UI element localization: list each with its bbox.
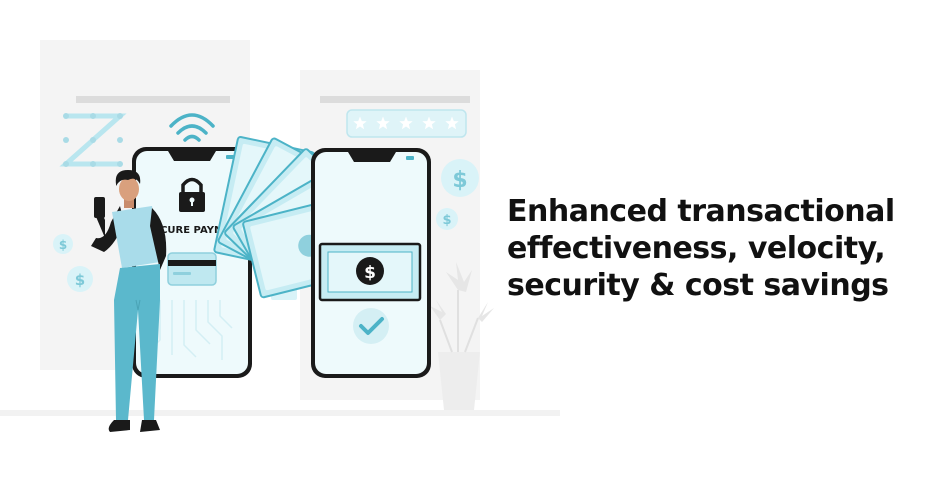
star-icon [399, 116, 413, 130]
shelf-right [320, 96, 470, 103]
credit-card-icon [167, 252, 217, 286]
headline: Enhanced transactional effectiveness, ve… [507, 193, 927, 304]
star-icon [376, 116, 390, 130]
lock-icon [179, 177, 205, 212]
shelf-left [76, 96, 230, 103]
dollar-icon: $ [67, 266, 93, 292]
star-icon [422, 116, 436, 130]
svg-text:$: $ [452, 168, 467, 193]
headline-line-1: Enhanced transactional [507, 194, 895, 229]
star-icon [445, 116, 459, 130]
secure-payment-label: SECURE PAYMENT [146, 225, 246, 236]
star-icon [353, 116, 367, 130]
person-holding-phone [91, 170, 167, 432]
dollar-icon: $ [441, 159, 479, 197]
svg-text:$: $ [364, 263, 376, 283]
rating-stars [353, 116, 459, 130]
svg-text:$: $ [59, 238, 67, 252]
pattern-lock-icon [59, 113, 127, 167]
wifi-icon [169, 113, 215, 142]
checkmark-icon [353, 308, 389, 344]
svg-text:$: $ [442, 213, 451, 228]
right-phone: $ [311, 148, 431, 378]
left-phone: SECURE PAYMENT [132, 147, 252, 378]
phone-in-hand [94, 197, 105, 218]
dollar-icon: $ [53, 234, 73, 254]
headline-line-3: security & cost savings [507, 268, 889, 303]
plant-icon [430, 262, 494, 410]
cash-bill: $ [318, 242, 422, 302]
headline-line-2: effectiveness, velocity, [507, 231, 886, 266]
svg-text:$: $ [75, 271, 85, 289]
dollar-icon: $ [436, 208, 458, 230]
rating-bar [346, 109, 467, 138]
